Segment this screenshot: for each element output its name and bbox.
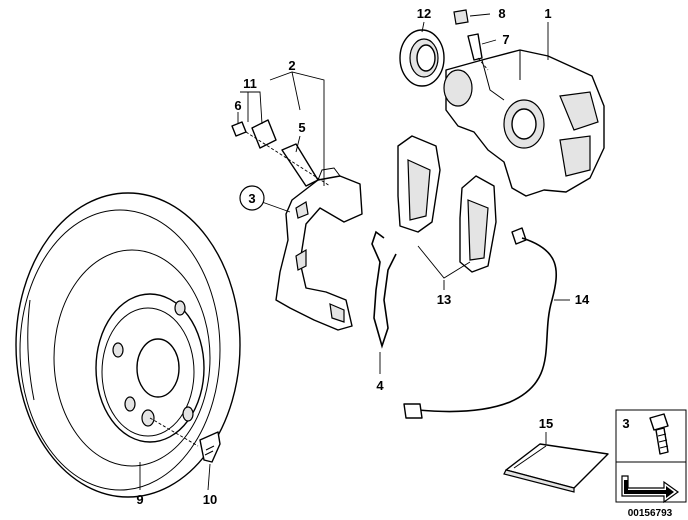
bolt-icon	[649, 413, 669, 455]
callout-8: 8	[498, 6, 505, 21]
callout-15: 15	[539, 416, 553, 431]
dust-seal	[399, 29, 445, 87]
callout-14: 14	[575, 292, 590, 307]
callout-9: 9	[136, 492, 143, 507]
leader-lines	[139, 13, 570, 491]
callout-3: 3	[248, 191, 255, 206]
wheel-bolt-hole	[112, 342, 124, 358]
wear-sensor	[403, 227, 558, 419]
callout-7: 7	[502, 32, 509, 47]
wheel-bolt-hole	[124, 396, 136, 412]
caliper-housing	[443, 49, 605, 197]
callout-5: 5	[298, 120, 305, 135]
caliper-carrier	[275, 167, 363, 331]
wheel-bolt-hole	[174, 300, 186, 316]
callout-labels: 1 2 3 4 5 6 7 8 9 10 11 12 13 14 15	[136, 6, 590, 507]
callout-12: 12	[417, 6, 431, 21]
screw-hole	[141, 409, 155, 427]
callout-1: 1	[544, 6, 551, 21]
callout-3-circle	[239, 185, 265, 211]
reference-number: 00156793	[628, 508, 673, 519]
wheel-bolt-hole	[182, 406, 194, 422]
grease-packet	[503, 443, 609, 493]
callout-4: 4	[376, 378, 384, 393]
guide-pin-set	[231, 119, 331, 187]
callout-6: 6	[234, 98, 241, 113]
callout-13: 13	[437, 292, 451, 307]
legend-box: 3 00156793	[615, 409, 687, 519]
bleeder-cap	[453, 9, 469, 25]
spring-clip	[371, 230, 397, 349]
brake-pads	[397, 135, 497, 279]
callout-10: 10	[203, 492, 217, 507]
callout-11: 11	[243, 76, 257, 91]
countersunk-screw	[149, 417, 221, 463]
bleeder-valve	[467, 33, 489, 71]
callout-2: 2	[288, 58, 295, 73]
legend-box-label: 3	[622, 416, 629, 431]
arrow-icon	[621, 475, 680, 504]
brake-disc	[15, 192, 241, 498]
